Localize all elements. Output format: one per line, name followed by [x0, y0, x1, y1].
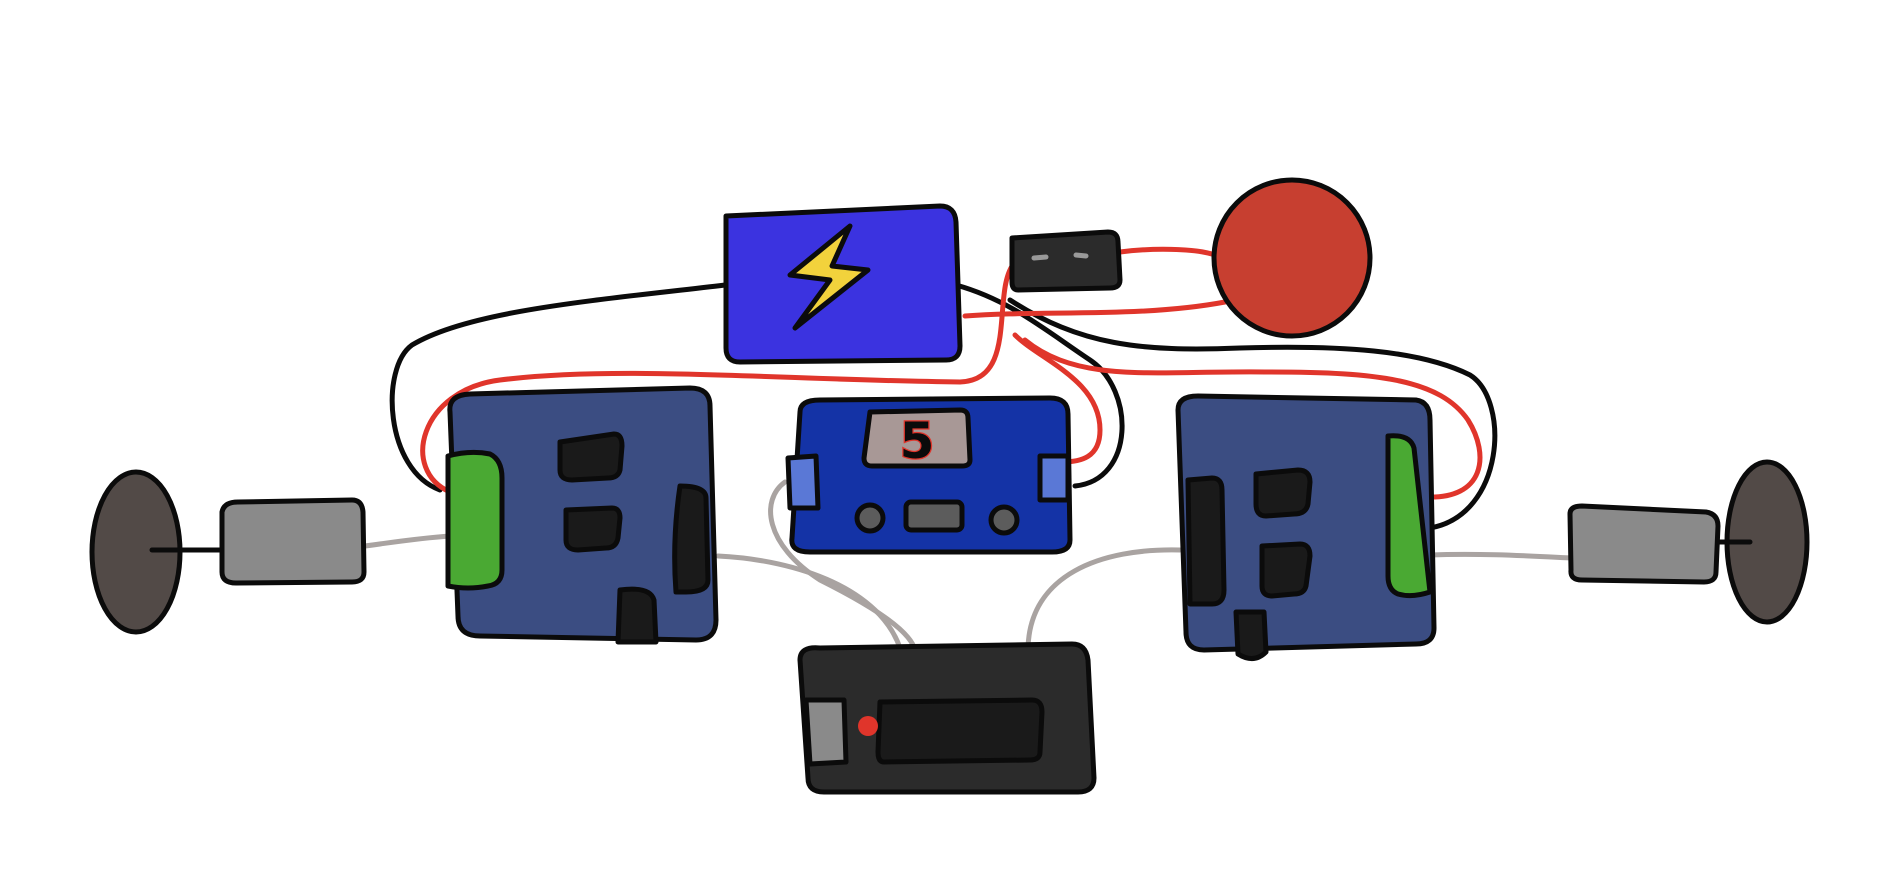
- wires: [362, 246, 1575, 653]
- right-motor: [1567, 503, 1721, 585]
- right-wheel: [1715, 459, 1810, 625]
- display-button: [903, 499, 965, 533]
- left-controller-green-port: [445, 449, 505, 591]
- right-controller: [1175, 393, 1437, 661]
- gray-wire-right-motor: [1427, 551, 1575, 561]
- battery-pack: [797, 641, 1097, 795]
- display-module: 5: [785, 395, 1073, 555]
- left-wheel: [89, 469, 225, 635]
- red-wire-to-display: [1012, 332, 1103, 465]
- black-wire-power-to-left-controller: [389, 282, 728, 493]
- display-knob-right: [988, 504, 1020, 536]
- battery-indicator-light: [858, 716, 878, 736]
- left-controller: [445, 385, 719, 645]
- display-digit: 5: [900, 412, 935, 470]
- red-wire-switch-to-button: [1117, 246, 1218, 258]
- lightning-bolt-icon: [787, 223, 871, 331]
- red-button: [1211, 177, 1373, 339]
- right-controller-green-port: [1385, 433, 1433, 599]
- red-wire-to-right-controller: [1022, 337, 1483, 500]
- black-wire-power-to-right-controller: [1007, 297, 1498, 531]
- switch: [1009, 229, 1123, 293]
- display-knob-left: [854, 502, 886, 534]
- red-wire-power-to-button: [962, 299, 1228, 319]
- left-motor: [219, 497, 367, 586]
- display-screen: 5: [861, 407, 973, 471]
- gray-wire-left-motor: [362, 533, 453, 549]
- power-module: [723, 203, 963, 365]
- red-wire-switch-to-left-controller: [420, 259, 1018, 495]
- gray-wire-display-to-battery: [768, 479, 918, 653]
- gray-wire-left-controller-to-battery: [715, 553, 903, 651]
- gray-wire-right-controller-to-battery: [1025, 547, 1183, 651]
